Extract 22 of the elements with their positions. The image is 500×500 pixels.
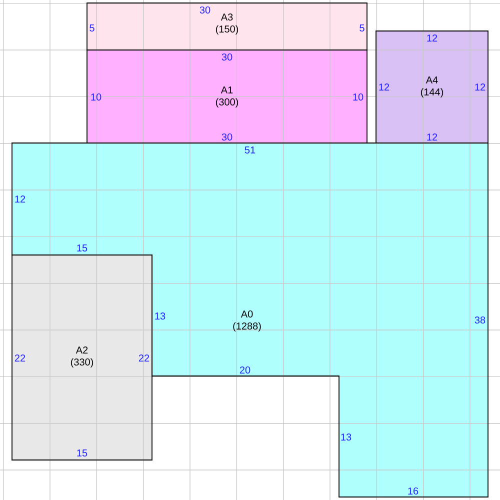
dimension-label: 30 [200, 6, 210, 14]
dimension-label: 30 [222, 133, 232, 141]
dimension-label: 16 [408, 487, 418, 495]
dimension-label: 5 [90, 24, 94, 32]
dimension-label: 38 [474, 316, 486, 324]
dimension-label: 22 [138, 354, 150, 362]
dimension-label: 5 [360, 24, 364, 32]
dimension-label: 13 [155, 312, 166, 320]
dimension-label: 12 [427, 134, 438, 140]
dimension-label: 15 [77, 450, 88, 456]
dimension-label: 12 [475, 84, 486, 90]
dimension-label: 12 [15, 196, 26, 202]
dimension-label: 10 [91, 93, 102, 101]
dimension-label: 51 [244, 146, 256, 154]
dimension-label: 12 [427, 34, 438, 42]
dimension-label: 10 [353, 93, 364, 101]
dimension-label: 30 [222, 53, 232, 61]
dimension-label: 22 [14, 354, 26, 362]
dimension-label: 20 [240, 366, 250, 374]
dimension-label: 12 [379, 84, 390, 90]
dimension-label: 13 [341, 433, 352, 441]
dimension-label: 15 [77, 244, 88, 252]
